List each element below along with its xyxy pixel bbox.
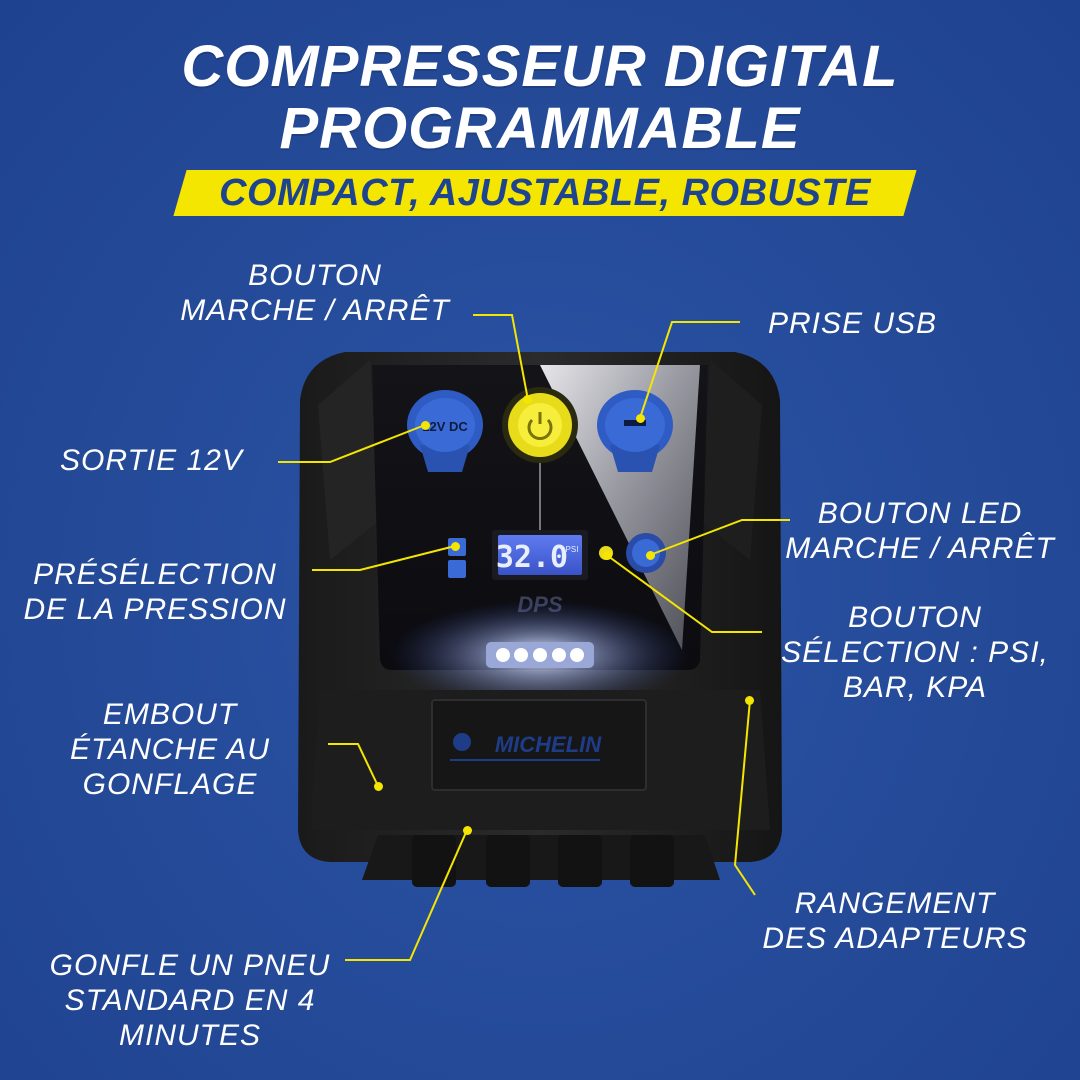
label-power-button: BOUTON MARCHE / ARRÊT xyxy=(180,259,450,327)
subtitle-text: COMPACT, AJUSTABLE, ROBUSTE xyxy=(219,172,871,214)
callout-dot-led xyxy=(646,551,655,560)
callout-dot-usb xyxy=(636,414,645,423)
storage-feet xyxy=(362,835,720,887)
callout-dot-preset xyxy=(451,542,460,551)
label-output-12v: SORTIE 12V xyxy=(60,444,243,477)
lcd-unit: PSI xyxy=(566,545,579,554)
lcd-display: 32.0 PSI xyxy=(492,530,588,580)
led-lights xyxy=(496,648,584,662)
callout-dot-unit xyxy=(603,551,612,560)
power-button xyxy=(502,387,578,463)
label-usb: PRISE USB xyxy=(768,307,938,340)
label-nozzle: EMBOUT ÉTANCHE AU GONFLAGE xyxy=(69,698,271,801)
title-line-2: PROGRAMMABLE xyxy=(279,96,801,161)
lcd-value: 32.0 xyxy=(496,540,568,575)
label-storage: RANGEMENT DES ADAPTEURS xyxy=(762,887,1028,955)
title-line-1: COMPRESSEUR DIGITAL xyxy=(181,34,899,99)
usb-port xyxy=(597,390,673,472)
label-unit-select: BOUTON SÉLECTION : PSI, BAR, KPA xyxy=(781,601,1049,704)
label-inflate-time: GONFLE UN PNEU STANDARD EN 4 MINUTES xyxy=(49,949,331,1052)
label-preset: PRÉSÉLECTION DE LA PRESSION xyxy=(23,558,287,626)
label-led-button: BOUTON LED MARCHE / ARRÊT xyxy=(785,497,1055,565)
michelin-logo: MICHELIN xyxy=(495,732,602,757)
brand-plate: MICHELIN xyxy=(431,699,647,791)
callout-dot-storage xyxy=(745,696,754,705)
callout-dot-12v xyxy=(421,421,430,430)
callout-dot-power xyxy=(523,395,532,404)
callout-dot-nozzle xyxy=(374,782,383,791)
12v-port: 12V DC xyxy=(407,390,483,472)
port-label: 12V DC xyxy=(422,419,468,434)
callout-dot-inflate xyxy=(463,826,472,835)
